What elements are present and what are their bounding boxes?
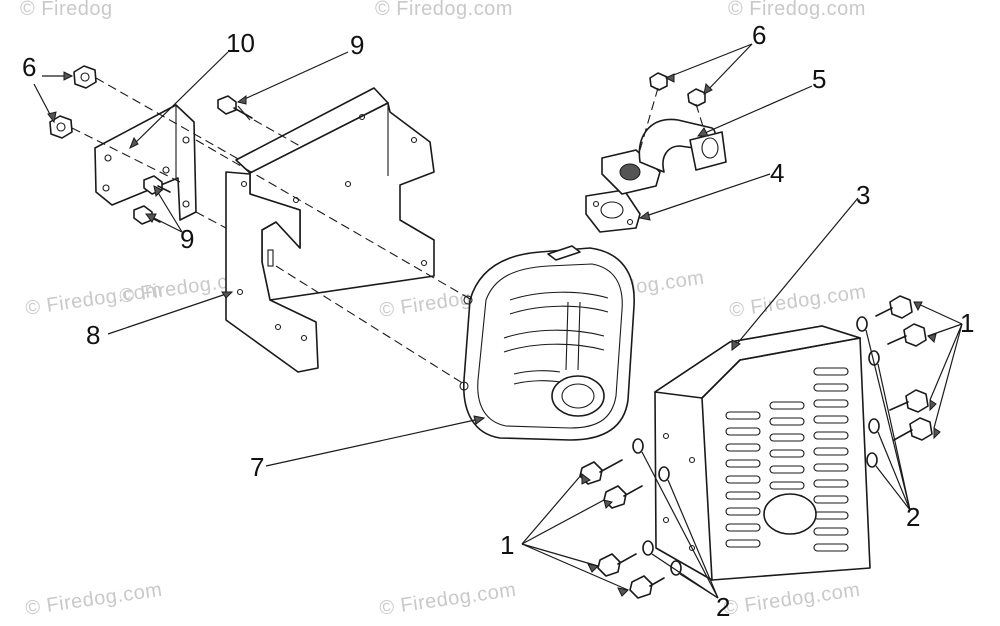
washer-icon — [632, 438, 682, 576]
nut-icon — [73, 65, 97, 89]
muffler — [459, 245, 635, 441]
callout-9: 9 — [350, 30, 365, 60]
nut-icon — [687, 88, 706, 107]
callout-8: 8 — [86, 320, 101, 350]
heat-shield — [654, 325, 871, 581]
bolt-icon — [887, 323, 927, 347]
callout-7: 7 — [250, 452, 265, 482]
bolt-icon — [889, 389, 929, 413]
callout-4: 4 — [770, 158, 785, 188]
bolt-icon — [893, 417, 933, 441]
callout-1: 1 — [500, 530, 515, 560]
small-l-bracket — [94, 104, 197, 221]
callout-9: 9 — [180, 224, 195, 254]
bolt-icon — [875, 295, 913, 319]
alignment-lines — [71, 77, 707, 385]
exhaust-elbow — [601, 118, 727, 195]
leader-arrowheads — [47, 71, 941, 597]
bolt-icon — [597, 553, 637, 577]
callout-3: 3 — [856, 180, 871, 210]
gasket — [585, 189, 641, 233]
screw-icon — [217, 95, 253, 121]
nut-icon — [49, 115, 73, 139]
callout-2: 2 — [906, 502, 921, 532]
callout-6: 6 — [752, 20, 767, 50]
watermark: © Firedog.com — [728, 0, 866, 20]
vent-slots — [725, 367, 849, 552]
callout-5: 5 — [812, 64, 827, 94]
callout-1: 1 — [960, 308, 975, 338]
callout-6: 6 — [22, 52, 37, 82]
watermark: © Firedog — [20, 0, 113, 20]
nut-icon — [649, 72, 668, 91]
washer-icon — [856, 316, 880, 468]
mounting-bracket — [225, 87, 435, 373]
watermark: © Firedog.com — [375, 0, 513, 20]
callout-2: 2 — [716, 592, 731, 622]
bolt-icon — [629, 575, 665, 599]
callout-10: 10 — [226, 28, 255, 58]
